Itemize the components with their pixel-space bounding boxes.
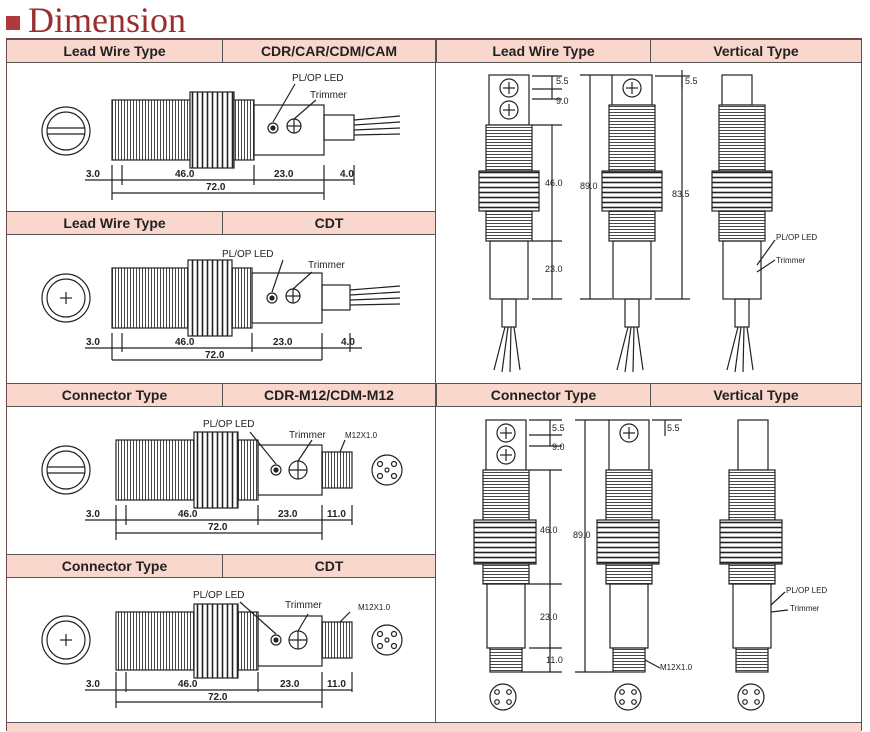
r1-drawing	[478, 70, 776, 373]
s2-dim-72: 72.0	[205, 350, 225, 361]
s4-dim-3: 3.0	[86, 679, 100, 690]
r2-drawing	[473, 419, 789, 711]
s1-drawing	[41, 83, 401, 200]
header-s2-right: CDT	[222, 211, 435, 235]
r2-dim-55: 5.5	[552, 423, 565, 433]
r2-dim-9: 9.0	[552, 442, 565, 452]
s3-m12-label: M12X1.0	[345, 431, 378, 440]
s2-dim-23: 23.0	[273, 337, 293, 348]
s2-led-label: PL/OP LED	[222, 249, 274, 260]
r1-dim-89: 89.0	[580, 181, 598, 191]
s4-dim-11: 11.0	[327, 679, 346, 690]
s2-trimmer-label: Trimmer	[308, 260, 346, 271]
header-s1-left: Lead Wire Type	[7, 39, 222, 63]
header-r2-left: Connector Type	[436, 383, 650, 407]
r1-dim-23: 23.0	[545, 264, 563, 274]
r1-dim-9: 9.0	[556, 96, 569, 106]
s4-m12-label: M12X1.0	[358, 603, 391, 612]
r1-trimmer-label: Trimmer	[776, 256, 806, 265]
r2-dim-89: 89.0	[573, 530, 591, 540]
r2-dim-11: 11.0	[546, 655, 563, 665]
s4-drawing	[41, 601, 403, 708]
s3-led-label: PL/OP LED	[203, 419, 255, 430]
s3-dim-3: 3.0	[86, 509, 100, 520]
header-s4-left: Connector Type	[7, 554, 222, 578]
r1-dim-46: 46.0	[545, 178, 563, 188]
r1-dim-835: 83.5	[672, 189, 690, 199]
s4-trimmer-label: Trimmer	[285, 600, 323, 611]
r2-trimmer-label: Trimmer	[790, 604, 820, 613]
s1-dim-23: 23.0	[274, 169, 294, 180]
s4-dim-72: 72.0	[208, 692, 228, 703]
header-s3-right: CDR-M12/CDM-M12	[222, 383, 435, 407]
s1-dim-3: 3.0	[86, 169, 100, 180]
page-title: Dimension	[28, 0, 186, 40]
header-s3-left: Connector Type	[7, 383, 222, 407]
s1-dim-46: 46.0	[175, 169, 195, 180]
column-divider	[435, 39, 436, 731]
r1-dim-55b: 5.5	[685, 76, 698, 86]
r1-led-label: PL/OP LED	[776, 233, 817, 242]
drawing-labels: PL/OP LED Trimmer 3.0 46.0 23.0 4.0 72.0…	[86, 73, 827, 703]
header-s4-right: CDT	[222, 554, 435, 578]
header-s2-left: Lead Wire Type	[7, 211, 222, 235]
s3-trimmer-label: Trimmer	[289, 430, 327, 441]
header-s1-right: CDR/CAR/CDM/CAM	[222, 39, 435, 63]
s1-dim-72: 72.0	[206, 182, 226, 193]
s1-led-label: PL/OP LED	[292, 73, 344, 84]
page-title-row: Dimension	[6, 2, 186, 38]
s1-dim-4: 4.0	[340, 169, 354, 180]
r2-dim-23: 23.0	[540, 612, 558, 622]
s2-dim-4: 4.0	[341, 337, 355, 348]
header-r1-right: Vertical Type	[650, 39, 861, 63]
s1-trimmer-label: Trimmer	[310, 90, 348, 101]
header-r1-left: Lead Wire Type	[436, 39, 650, 63]
r2-dim-46: 46.0	[540, 525, 558, 535]
r2-m12-label: M12X1.0	[660, 663, 693, 672]
s2-dim-46: 46.0	[175, 337, 195, 348]
r2-led-label: PL/OP LED	[786, 586, 827, 595]
s4-dim-46: 46.0	[178, 679, 198, 690]
s3-dim-23: 23.0	[278, 509, 298, 520]
s2-dim-3: 3.0	[86, 337, 100, 348]
s4-dim-23: 23.0	[280, 679, 300, 690]
s3-dim-46: 46.0	[178, 509, 198, 520]
s3-dim-72: 72.0	[208, 522, 228, 533]
title-bullet-icon	[6, 16, 20, 30]
s3-dim-11: 11.0	[327, 509, 346, 520]
s4-led-label: PL/OP LED	[193, 590, 245, 601]
bottom-header-strip	[7, 722, 861, 732]
r2-dim-55b: 5.5	[667, 423, 680, 433]
r1-dim-55: 5.5	[556, 76, 569, 86]
s2-drawing	[41, 259, 401, 361]
header-r2-right: Vertical Type	[650, 383, 861, 407]
s3-drawing	[41, 431, 403, 540]
